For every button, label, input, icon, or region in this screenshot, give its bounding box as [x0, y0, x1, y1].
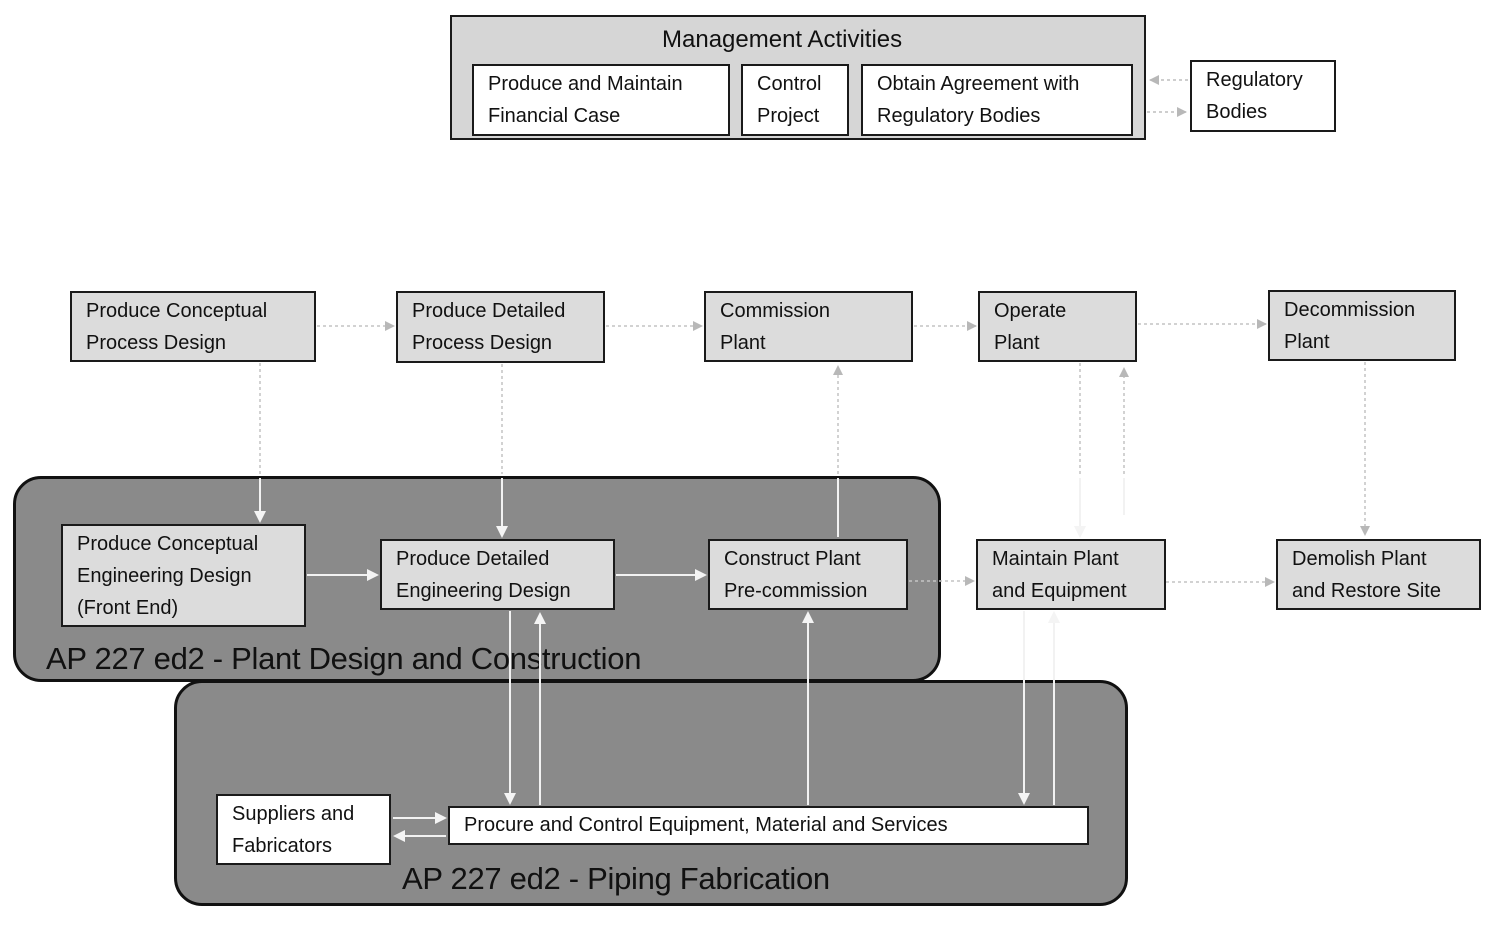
- conceptual-process-design-line2: Process Design: [86, 332, 227, 354]
- demolish-plant-line2: and Restore Site: [1292, 580, 1441, 602]
- activity-control-project[interactable]: Control Project: [741, 64, 849, 136]
- decommission-plant-line1: Decommission: [1284, 299, 1416, 321]
- maintain-plant-line1: Maintain Plant: [992, 548, 1119, 570]
- maintain-plant-box[interactable]: Maintain Plant and Equipment: [976, 539, 1166, 610]
- detailed-engineering-design-line1: Produce Detailed: [396, 548, 550, 570]
- region-piping-fabrication: [174, 680, 1128, 906]
- detailed-engineering-design-line2: Engineering Design: [396, 580, 571, 602]
- commission-plant-box[interactable]: Commission Plant: [704, 291, 913, 362]
- detailed-engineering-design-box[interactable]: Produce Detailed Engineering Design: [380, 539, 615, 610]
- conceptual-engineering-design-line3: (Front End): [77, 597, 179, 619]
- activity-control-project-line1: Control: [757, 73, 822, 95]
- construct-plant-line1: Construct Plant: [724, 548, 861, 570]
- suppliers-exchange-arrows: [393, 812, 447, 842]
- commission-plant-line1: Commission: [720, 300, 831, 322]
- activity-financial-case-line2: Financial Case: [488, 105, 621, 127]
- demolish-plant-box[interactable]: Demolish Plant and Restore Site: [1276, 539, 1481, 610]
- detailed-process-design-line2: Process Design: [412, 332, 553, 354]
- activity-control-project-line2: Project: [757, 105, 820, 127]
- suppliers-fabricators-line2: Fabricators: [232, 835, 333, 857]
- conceptual-engineering-design-box[interactable]: Produce Conceptual Engineering Design (F…: [61, 524, 306, 627]
- conceptual-process-design-line1: Produce Conceptual: [86, 300, 268, 322]
- construct-plant-box[interactable]: Construct Plant Pre-commission: [708, 539, 908, 610]
- regulatory-bodies-box[interactable]: Regulatory Bodies: [1190, 60, 1336, 132]
- procurement-flow-arrows: [504, 611, 1060, 805]
- activity-regulatory-agreement-line1: Obtain Agreement with: [877, 73, 1080, 95]
- decommission-plant-line2: Plant: [1284, 331, 1330, 353]
- suppliers-fabricators-line1: Suppliers and: [232, 803, 355, 825]
- detailed-process-design-box[interactable]: Produce Detailed Process Design: [396, 291, 605, 363]
- conceptual-process-design-box[interactable]: Produce Conceptual Process Design: [70, 291, 316, 362]
- operate-plant-line1: Operate: [994, 300, 1067, 322]
- activity-regulatory-agreement[interactable]: Obtain Agreement with Regulatory Bodies: [861, 64, 1133, 136]
- lifecycle-flow-arrows: [317, 319, 1275, 587]
- demolish-plant-line1: Demolish Plant: [1292, 548, 1427, 570]
- procure-control-box[interactable]: Procure and Control Equipment, Material …: [448, 806, 1089, 845]
- conceptual-engineering-design-line2: Engineering Design: [77, 565, 252, 587]
- procure-control-label: Procure and Control Equipment, Material …: [464, 814, 948, 836]
- regulatory-exchange-arrows: [1147, 75, 1188, 117]
- commission-plant-line2: Plant: [720, 332, 766, 354]
- decommission-plant-box[interactable]: Decommission Plant: [1268, 290, 1456, 361]
- operate-plant-box[interactable]: Operate Plant: [978, 291, 1137, 362]
- lifecycle-vertical-arrows: [259, 362, 1370, 536]
- activity-regulatory-agreement-line2: Regulatory Bodies: [877, 105, 1041, 127]
- construct-plant-line2: Pre-commission: [724, 580, 868, 602]
- operate-plant-line2: Plant: [994, 332, 1040, 354]
- activity-financial-case[interactable]: Produce and Maintain Financial Case: [472, 64, 730, 136]
- regulatory-bodies-line1: Regulatory: [1206, 69, 1303, 91]
- detailed-process-design-line1: Produce Detailed: [412, 300, 566, 322]
- activity-financial-case-line1: Produce and Maintain: [488, 73, 683, 95]
- management-activities-title: Management Activities: [662, 26, 903, 53]
- region-piping-label: AP 227 ed2 - Piping Fabrication: [402, 861, 830, 896]
- maintain-plant-line2: and Equipment: [992, 580, 1127, 602]
- conceptual-engineering-design-line1: Produce Conceptual: [77, 533, 259, 555]
- engineering-flow-arrows: [254, 478, 1125, 581]
- suppliers-fabricators-box[interactable]: Suppliers and Fabricators: [216, 794, 391, 865]
- regulatory-bodies-line2: Bodies: [1206, 101, 1268, 123]
- region-plant-design-label: AP 227 ed2 - Plant Design and Constructi…: [46, 641, 642, 676]
